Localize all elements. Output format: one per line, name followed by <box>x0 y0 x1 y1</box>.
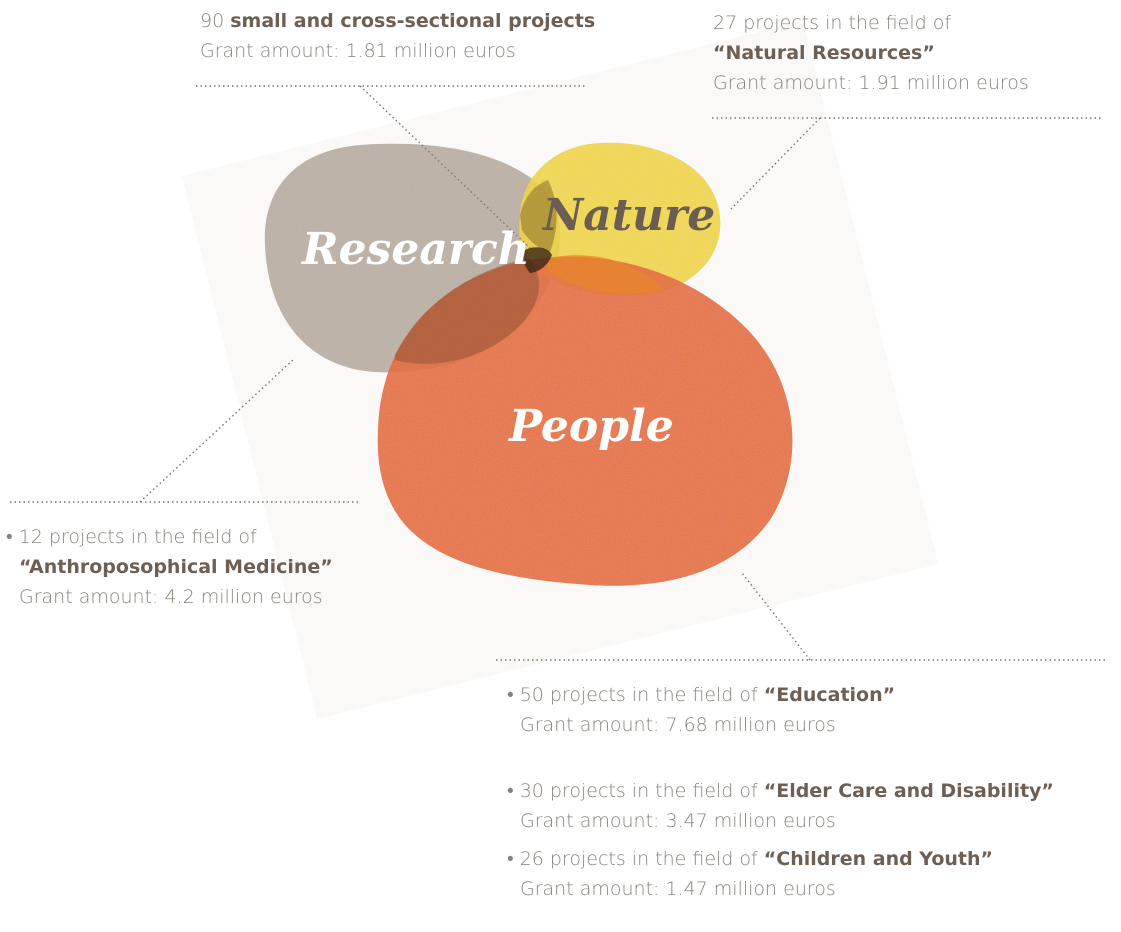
bullet: • <box>6 526 13 548</box>
bullet: • <box>507 780 514 802</box>
overlap-nature-people <box>548 255 665 294</box>
small-projects-grant: Grant amount: 1.81 million euros <box>200 40 516 62</box>
education-grant: Grant amount: 7.68 million euros <box>520 714 836 736</box>
natural-resources-count: 27 projects in the field of <box>713 12 952 34</box>
children-youth-count: 26 projects in the field of <box>513 848 764 870</box>
overlap-center <box>523 247 552 273</box>
children-youth-grant: Grant amount: 1.47 million euros <box>520 878 836 900</box>
anthroposophical-medicine-annotation: • 12 projects in the field of “Anthropos… <box>6 522 333 612</box>
elder-care-title: “Elder Care and Disability” <box>763 780 1054 802</box>
natural-resources-annotation: 27 projects in the field of “Natural Res… <box>713 8 1029 98</box>
research-label: Research <box>302 224 530 275</box>
elder-care-count: 30 projects in the field of <box>513 780 764 802</box>
children-youth-title: “Children and Youth” <box>763 848 993 870</box>
natural-resources-title: “Natural Resources” <box>713 42 935 64</box>
small-projects-annotation: 90 small and cross-sectional projects Gr… <box>200 6 595 66</box>
natural-resources-grant: Grant amount: 1.91 million euros <box>713 72 1029 94</box>
education-title: “Education” <box>763 684 896 706</box>
medicine-grant: Grant amount: 4.2 million euros <box>19 586 323 608</box>
people-label: People <box>509 401 674 452</box>
education-annotation: • 50 projects in the field of “Education… <box>507 680 895 740</box>
medicine-title: “Anthroposophical Medicine” <box>19 556 333 578</box>
bullet: • <box>507 848 514 870</box>
medicine-count: 12 projects in the field of <box>12 526 257 548</box>
overlap-research-people <box>395 258 540 364</box>
bullet: • <box>507 684 514 706</box>
children-youth-annotation: • 26 projects in the field of “Children … <box>507 844 993 904</box>
education-count: 50 projects in the field of <box>513 684 764 706</box>
elder-care-annotation: • 30 projects in the field of “Elder Car… <box>507 776 1054 836</box>
elder-care-grant: Grant amount: 3.47 million euros <box>520 810 836 832</box>
small-projects-count: 90 <box>200 10 231 32</box>
nature-label: Nature <box>543 190 716 241</box>
small-projects-title: small and cross-sectional projects <box>230 10 596 32</box>
